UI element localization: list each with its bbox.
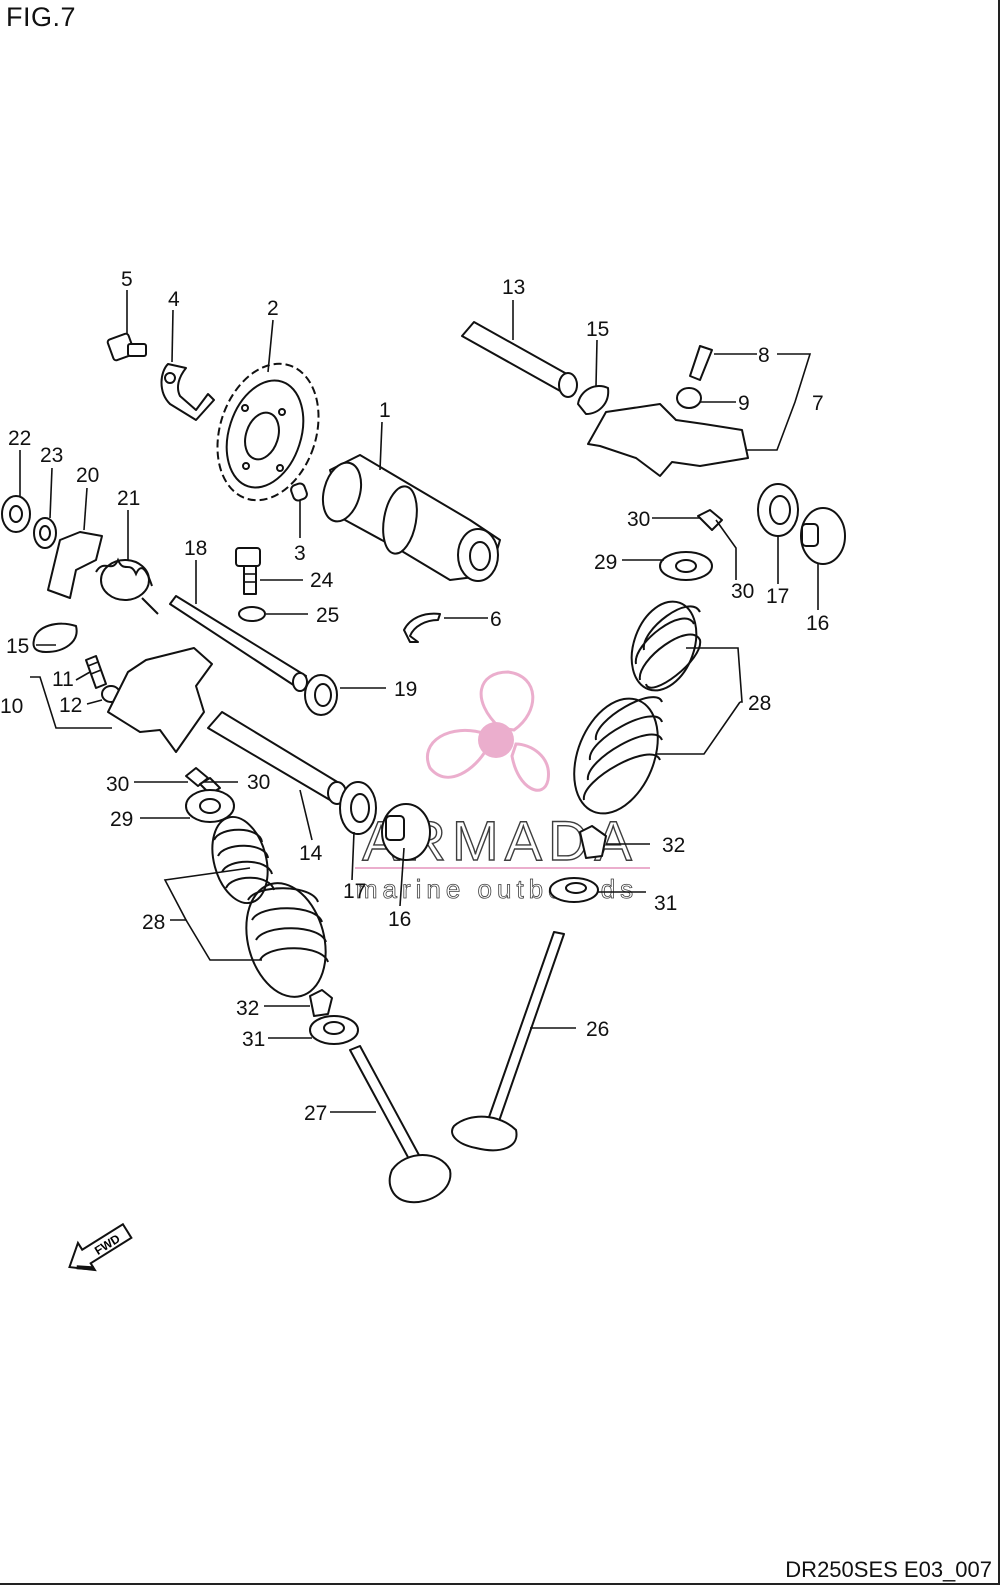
- part-13-shaft: [461, 321, 578, 398]
- part-5-bolt: [106, 332, 147, 362]
- callout-31-right: 31: [654, 892, 677, 915]
- part-17-seal-right: [757, 483, 799, 537]
- callout-5: 5: [121, 268, 133, 291]
- part-7-rocker-arm: [587, 403, 749, 477]
- callout-9: 9: [738, 392, 750, 415]
- part-28-spring-inner-right: [630, 600, 702, 692]
- fwd-arrow-icon: FWD: [68, 1222, 133, 1272]
- callout-30-left-b: 30: [247, 771, 270, 794]
- callout-1: 1: [379, 399, 391, 422]
- part-28-spring-inner-left: [211, 815, 275, 905]
- propeller-logo-icon: [426, 670, 550, 792]
- part-4-bracket: [160, 363, 215, 421]
- callout-12: 12: [59, 694, 82, 717]
- bottom-border: [0, 1583, 1000, 1585]
- part-29-retainer-left: [185, 789, 235, 823]
- callout-24: 24: [310, 569, 334, 592]
- part-17-seal-left: [339, 781, 377, 835]
- part-18-rocker-shaft: [169, 595, 308, 692]
- callout-2: 2: [267, 297, 279, 320]
- callout-21: 21: [117, 487, 140, 510]
- right-border: [998, 0, 1000, 1585]
- part-24-bolt: [235, 547, 261, 595]
- part-8-adjust-screw: [689, 345, 713, 381]
- callout-4: 4: [168, 288, 180, 311]
- part-2-sprocket: [216, 362, 320, 502]
- callout-11: 11: [52, 668, 74, 691]
- part-28-spring-outer-right: [573, 696, 663, 815]
- part-19-seal: [304, 674, 338, 716]
- part-16-cap-right: [800, 507, 846, 565]
- part-3-pin: [290, 482, 308, 502]
- leader-lines: [19, 290, 819, 1113]
- callout-30-right-b: 30: [731, 580, 754, 603]
- callout-15-left: 15: [6, 635, 29, 658]
- callout-28-left: 28: [142, 911, 165, 934]
- callout-25: 25: [316, 604, 339, 627]
- part-9-nut: [676, 387, 702, 409]
- callout-labels: 1 2 3 4 5 6 7 8 9 10 11 12 13 14 15 15 1…: [0, 268, 829, 1125]
- part-6-clip: [403, 612, 441, 643]
- callout-32-right: 32: [662, 834, 685, 857]
- callout-15-right: 15: [586, 318, 609, 341]
- callout-18: 18: [184, 537, 207, 560]
- callout-30-right-a: 30: [627, 508, 650, 531]
- callout-7: 7: [812, 392, 824, 415]
- part-25-washer: [238, 606, 266, 622]
- callout-23: 23: [40, 444, 63, 467]
- callout-8: 8: [758, 344, 770, 367]
- part-32-seat-left: [309, 989, 333, 1017]
- part-20-plate: [47, 531, 103, 599]
- part-23-washer: [33, 517, 57, 549]
- callout-10: 10: [0, 695, 23, 718]
- callout-20: 20: [76, 464, 99, 487]
- callout-16-right: 16: [806, 612, 829, 635]
- callout-16-left: 16: [388, 908, 411, 931]
- callout-27: 27: [304, 1102, 327, 1125]
- callout-3: 3: [294, 542, 306, 565]
- callout-30-left-a: 30: [106, 773, 129, 796]
- callout-29-right: 29: [594, 551, 617, 574]
- callout-13: 13: [502, 276, 525, 299]
- part-26-exhaust-valve: [451, 931, 565, 1152]
- part-29-retainer-right: [659, 551, 713, 581]
- part-32-seat-right: [579, 825, 607, 859]
- part-21-spring: [95, 557, 159, 615]
- callout-26: 26: [586, 1018, 609, 1041]
- part-14-shaft: [207, 711, 347, 805]
- part-11-adjust-screw: [85, 655, 107, 689]
- callout-17-right: 17: [766, 585, 789, 608]
- part-28-spring-outer-left: [245, 882, 329, 998]
- part-31-washer-right: [549, 877, 599, 903]
- part-10-rocker-arm: [107, 647, 213, 753]
- part-1-camshaft: [321, 454, 501, 582]
- part-27-intake-valve: [349, 1045, 452, 1204]
- callout-6: 6: [490, 608, 502, 631]
- callout-14: 14: [299, 842, 323, 865]
- part-30-cotter-right: [697, 509, 723, 531]
- callout-22: 22: [8, 427, 31, 450]
- figure-title: FIG.7: [6, 2, 77, 32]
- part-22-nut: [1, 495, 31, 533]
- part-31-washer-left: [309, 1015, 359, 1045]
- part-15-oring-right: [577, 385, 610, 415]
- callout-32-left: 32: [236, 997, 259, 1020]
- callout-31-left: 31: [242, 1028, 265, 1051]
- callout-17-left: 17: [343, 880, 366, 903]
- drawing-reference: DR250SES E03_007: [785, 1557, 992, 1582]
- callout-29-left: 29: [110, 808, 133, 831]
- part-16-cap-left: [381, 803, 431, 861]
- part-15-oring-left: [32, 622, 78, 653]
- callout-28-right: 28: [748, 692, 771, 715]
- callout-19: 19: [394, 678, 417, 701]
